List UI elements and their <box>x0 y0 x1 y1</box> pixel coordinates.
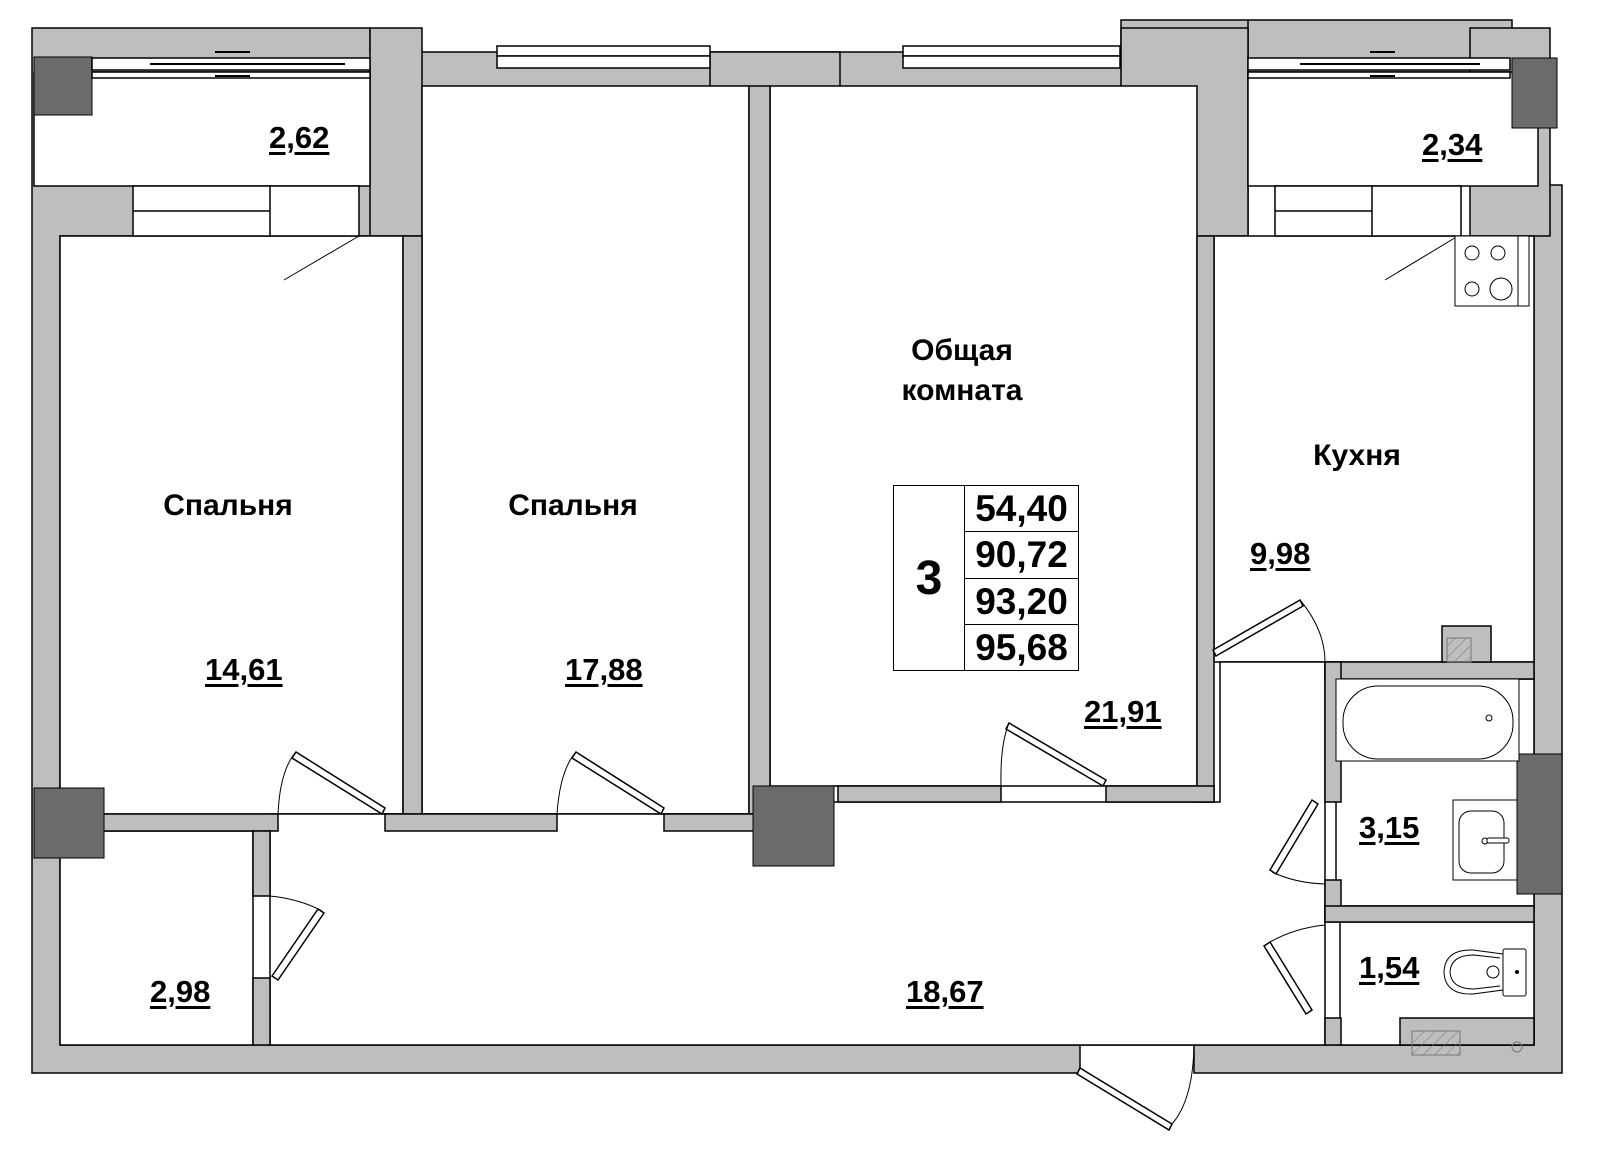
vent-shaft-toilet <box>1411 1030 1461 1056</box>
wall-bedroom1-bedroom2 <box>402 235 423 815</box>
bathroom-area: 3,15 <box>1359 810 1420 845</box>
wall-top-left-pier <box>369 27 423 237</box>
wall-storage-right-top <box>252 830 271 897</box>
wall-kitchen-bath <box>1324 661 1535 680</box>
door-entrance <box>1076 1066 1173 1132</box>
bedroom-middle-area: 17,88 <box>565 652 643 687</box>
wall-bedroom1-bottom <box>102 813 279 832</box>
bathtub-drain <box>1485 714 1493 722</box>
bedroom-left-name: Спальня <box>163 489 293 522</box>
window-bedroom-middle-glass <box>496 55 711 69</box>
living-room-name-line2: комната <box>901 374 1023 407</box>
total-area-value: 90,72 <box>965 532 1078 579</box>
area-summary-list: 54,40 90,72 93,20 95,68 <box>965 486 1078 670</box>
living-room-area: 21,91 <box>1084 694 1162 729</box>
living-room-floor <box>769 85 1198 787</box>
total-area-with-balconies-value: 95,68 <box>975 626 1068 668</box>
window-bedroom-middle <box>496 45 711 57</box>
living-area-value: 54,40 <box>965 486 1078 533</box>
wall-toilet-left-bottom <box>1324 1017 1342 1046</box>
balcony-right-door-swing <box>1384 235 1459 281</box>
area-summary-box: 3 54,40 90,72 93,20 95,68 <box>893 485 1079 671</box>
window-living-glass <box>902 55 1121 69</box>
hallway-area: 18,67 <box>906 974 984 1009</box>
balcony-right-floor <box>1247 71 1539 187</box>
balcony-left-door-swing <box>283 235 360 281</box>
storage-floor <box>59 830 254 1046</box>
column-right-mid <box>1516 753 1563 895</box>
column-top-left <box>33 56 93 116</box>
door-kitchen <box>1212 598 1304 658</box>
window-living <box>902 45 1121 57</box>
column-top-right <box>1511 57 1558 129</box>
toilet-area: 1,54 <box>1359 950 1420 985</box>
wall-bedroom2-living <box>748 85 771 815</box>
wall-living-bottom1 <box>837 785 1002 803</box>
column-left-mid <box>33 787 105 859</box>
storage-area: 2,98 <box>150 974 211 1009</box>
door-toilet <box>1262 940 1314 1016</box>
wall-bedroom2-bottom <box>663 813 755 832</box>
bedroom-middle-floor <box>421 85 750 815</box>
toilet-tank <box>1502 948 1527 997</box>
bedroom-left-floor <box>59 235 404 815</box>
wall-top-mid-pier <box>709 51 841 88</box>
riser-pipe <box>1511 1041 1523 1053</box>
rooms-count: 3 <box>894 486 965 670</box>
wall-storage-right-bottom <box>252 977 271 1046</box>
door-storage <box>270 907 326 982</box>
bathtub <box>1342 685 1514 760</box>
wall-living-bottom2 <box>1105 785 1215 803</box>
bedroom-middle-name: Спальня <box>508 489 638 522</box>
wall-living-kitchen <box>1196 235 1215 803</box>
bedroom-left-area: 14,61 <box>205 652 283 687</box>
wall-bath-toilet <box>1324 905 1535 923</box>
column-center <box>752 785 835 867</box>
kitchen-name: Кухня <box>1313 439 1401 472</box>
kitchen-area: 9,98 <box>1250 536 1311 571</box>
living-room-name-line1: Общая <box>911 334 1013 367</box>
total-area-with-balcony-coef-value: 93,20 <box>965 579 1078 625</box>
wall-bedroom1-bottom-r <box>384 813 558 832</box>
balcony-right-area: 2,34 <box>1422 127 1483 162</box>
vent-shaft-kitchen <box>1446 637 1472 663</box>
balcony-left-area: 2,62 <box>269 120 330 155</box>
